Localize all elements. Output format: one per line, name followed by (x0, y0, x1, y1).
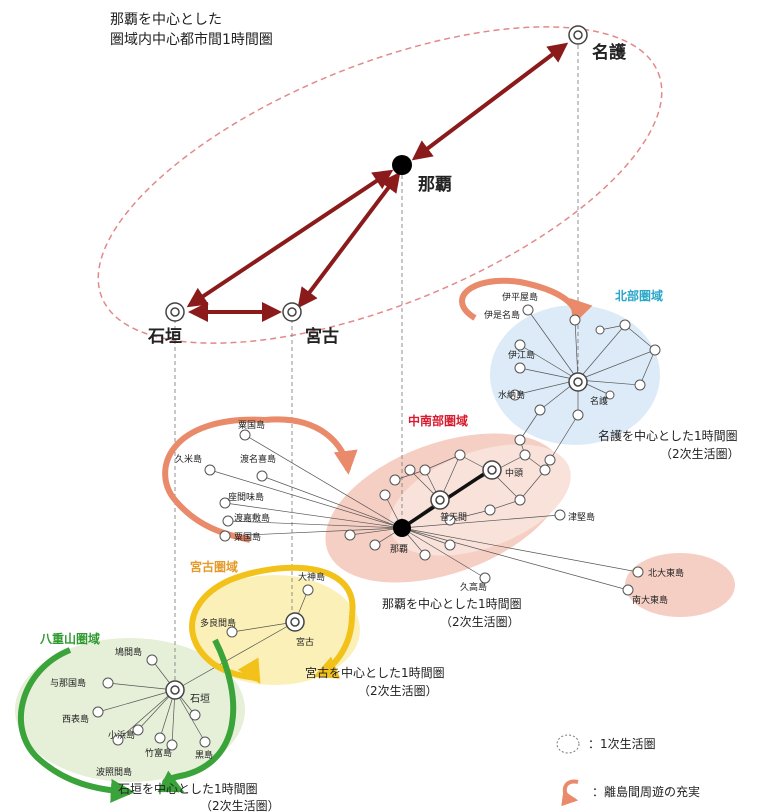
miyako-enrich-arrow-b (313, 614, 355, 679)
daito-region-bg (625, 553, 735, 617)
note-miyako-1h: 宮古を中心とした1時間圏 (305, 665, 445, 680)
legend-enrich-symbol (561, 779, 579, 807)
island-tonaki2: 粟国島 (234, 531, 261, 543)
nago-hub-symbol (568, 25, 588, 45)
naha-hub-symbol (392, 155, 412, 175)
island-tonaki: 渡名喜島 (240, 453, 276, 465)
central-cities-ellipse (97, 26, 663, 344)
region-label-miyako: 宮古圏域 (190, 559, 238, 574)
island-futenma: 普天間 (440, 511, 467, 523)
note-nago-1h: 名護を中心とした1時間圏 (598, 428, 738, 443)
island-kume: 久米島 (175, 453, 202, 465)
note-ishigaki-1h: 石垣を中心とした1時間圏 (118, 781, 258, 796)
island-yonaguni: 与那国島 (50, 677, 86, 689)
island-izena: 伊是名島 (484, 309, 520, 321)
title-line-2: 圏域内中心都市間1時間圏 (110, 31, 273, 48)
yaeyama-region-bg (15, 638, 245, 782)
hub-label-miyako: 宮古 (305, 326, 339, 347)
island-kuroshima: 黒島 (195, 749, 213, 761)
island-iriomote: 西表島 (62, 713, 89, 725)
yaeyama-enrich-arrow-a (157, 638, 237, 793)
miyako-local-symbol (285, 612, 305, 632)
futenma-symbol (430, 490, 450, 510)
hub-label-nago: 名護 (592, 42, 627, 63)
hub-label-ishigaki: 石垣 (147, 327, 182, 347)
island-ishigaki-local: 石垣 (190, 693, 210, 705)
island-minna: 水納島 (498, 389, 525, 401)
ishigaki-hub-symbol (165, 302, 185, 322)
north-enrich-arrow (459, 277, 593, 325)
note-miyako-2nd: （2次生活圏） (358, 684, 438, 698)
ishigaki-local-symbol (165, 680, 185, 700)
island-iheya: 伊平屋島 (502, 291, 538, 303)
nago-local-symbol (568, 372, 588, 392)
island-kohama: 小浜島 (108, 729, 135, 741)
island-miyako-local: 宮古 (296, 636, 314, 648)
central-inner-bg (389, 444, 571, 556)
legend-primary-label: ：1次生活圏 (588, 737, 656, 751)
island-minamidaito: 南大東島 (632, 594, 668, 606)
legend-enrich-label: ：離島間周遊の充実 (592, 784, 700, 799)
island-nakagami: 中頭 (505, 467, 523, 479)
hub-arrows (186, 42, 569, 322)
legend-primary-symbol (556, 734, 580, 754)
title-line-1: 那覇を中心とした (110, 12, 222, 28)
island-nago-local: 名護 (590, 395, 608, 407)
island-tokashiki: 渡嘉敷島 (234, 512, 270, 524)
island-zamami: 座間味島 (228, 491, 264, 503)
island-nodes (92, 304, 661, 751)
island-taketomi: 竹富島 (145, 747, 172, 759)
nakagami-symbol (482, 460, 502, 480)
region-label-north: 北部圏域 (615, 288, 663, 303)
hub-label-naha: 那覇 (418, 175, 452, 195)
naha-local-symbol (393, 519, 411, 537)
note-nago-2nd: （2次生活圏） (660, 447, 740, 461)
island-tarama: 多良間島 (200, 617, 236, 629)
island-kitadaito: 北大東島 (648, 567, 684, 579)
note-ishigaki-2nd: （2次生活圏） (200, 799, 280, 812)
central-enrich-arrow-b (264, 416, 358, 475)
yaeyama-enrich-arrow-b (17, 647, 135, 803)
island-ogami: 大神島 (298, 571, 325, 583)
island-hateruma: 波照間島 (96, 766, 132, 778)
miyako-enrich-arrow-a (189, 564, 356, 685)
region-label-yaeyama: 八重山圏域 (39, 631, 100, 646)
island-hatoma: 鳩間島 (115, 646, 142, 658)
region-label-central: 中南部圏域 (408, 413, 468, 428)
miyako-hub-symbol (282, 302, 302, 322)
island-naha-local: 那覇 (390, 544, 408, 555)
island-ie: 伊江島 (508, 349, 535, 361)
note-naha-2nd: （2次生活圏） (440, 615, 520, 629)
island-aguni: 粟国島 (238, 419, 265, 431)
island-kudaka: 久高島 (460, 581, 487, 593)
island-tsuken: 津堅島 (568, 511, 595, 523)
note-naha-1h: 那覇を中心とした1時間圏 (382, 596, 522, 611)
